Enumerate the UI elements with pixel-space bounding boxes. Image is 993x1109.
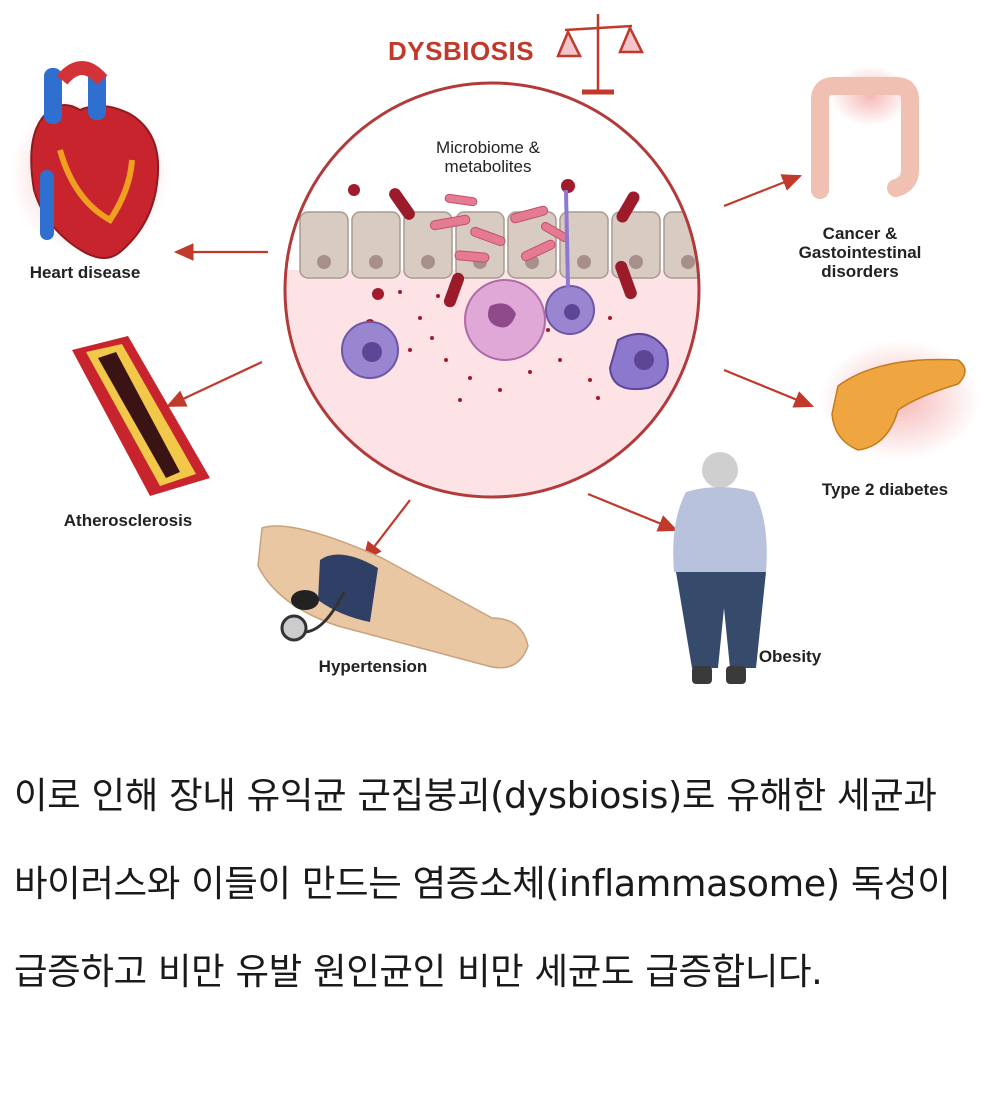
blood-pressure-arm-icon	[257, 525, 529, 669]
type2-diabetes-label: Type 2 diabetes	[821, 480, 949, 499]
balance-scale-icon	[556, 14, 645, 95]
pathogen-rods	[389, 188, 640, 308]
figure-graphics	[10, 14, 980, 684]
pancreas-icon	[820, 340, 980, 460]
caption-text: 이로 인해 장내 유익균 군집붕괴(dysbiosis)로 유해한 세균과 바이…	[14, 774, 951, 993]
hypertension-label: Hypertension	[318, 657, 428, 676]
cancer-gi-label: Cancer & Gastointestinal disorders	[798, 224, 922, 281]
epithelial-cells	[299, 211, 699, 279]
heart-icon	[10, 61, 170, 259]
heart-disease-label: Heart disease	[29, 263, 141, 282]
bacteria	[429, 193, 570, 263]
microbiome-circle	[285, 83, 699, 497]
atherosclerosis-label: Atherosclerosis	[63, 511, 193, 530]
colon-icon	[811, 66, 919, 199]
artery-icon	[72, 336, 210, 496]
dysbiosis-figure: DYSBIOSIS Microbiome & metabolites Heart…	[10, 14, 980, 684]
center-label: Microbiome & metabolites	[436, 138, 540, 176]
arrows	[166, 174, 815, 562]
immune-cells	[341, 189, 669, 390]
obesity-label: Obesity	[758, 647, 822, 666]
obese-person-icon	[673, 452, 767, 684]
figure-title: DYSBIOSIS	[388, 36, 535, 66]
